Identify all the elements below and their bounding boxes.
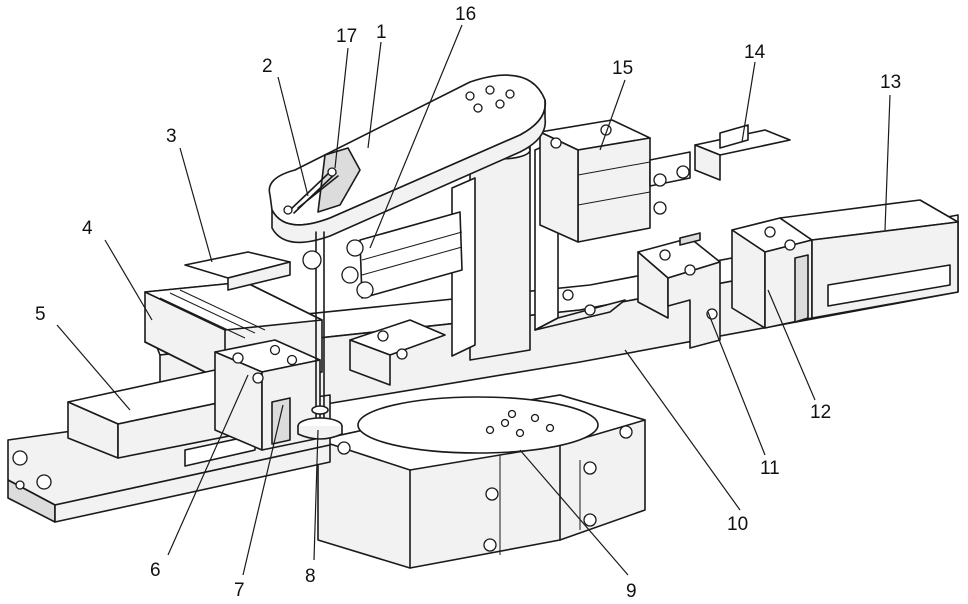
callout-2: 2 — [262, 56, 273, 77]
callout-9: 9 — [626, 581, 637, 602]
callout-7: 7 — [234, 580, 245, 601]
callout-3: 3 — [166, 126, 177, 147]
callout-12: 12 — [810, 402, 831, 423]
cylinder — [540, 120, 690, 242]
callout-13: 13 — [880, 72, 901, 93]
callout-16: 16 — [455, 4, 476, 25]
left-bar — [185, 252, 290, 290]
callout-8: 8 — [305, 566, 316, 587]
callout-17: 17 — [336, 26, 357, 47]
rotary-base — [318, 395, 645, 568]
callout-10: 10 — [727, 514, 748, 535]
callout-15: 15 — [612, 58, 633, 79]
callout-4: 4 — [82, 218, 93, 239]
callout-14: 14 — [744, 42, 766, 63]
right-end-block — [732, 218, 812, 328]
callout-5: 5 — [35, 304, 46, 325]
link-arm — [695, 125, 790, 180]
upper-cylinder — [342, 212, 462, 298]
callout-1: 1 — [376, 22, 387, 43]
callout-11: 11 — [760, 458, 780, 479]
callout-6: 6 — [150, 560, 161, 581]
